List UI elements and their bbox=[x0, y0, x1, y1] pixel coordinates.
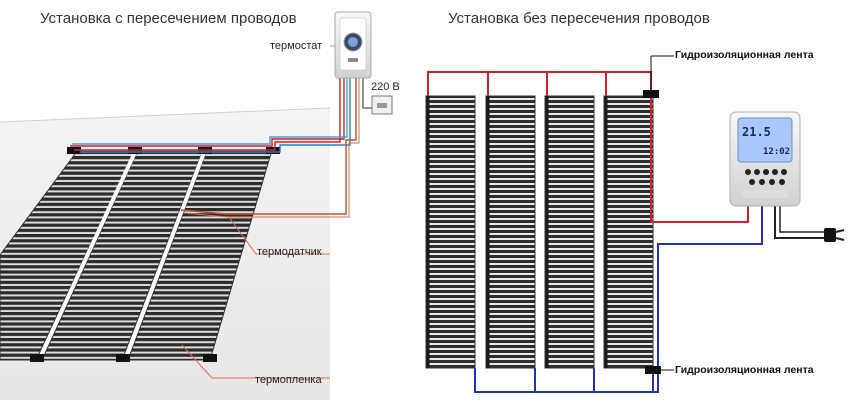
thermostat-right: 21.5 12:02 bbox=[729, 111, 801, 207]
tape-top bbox=[643, 90, 659, 98]
floor-edge bbox=[0, 107, 331, 123]
left-title: Установка с пересечением проводов bbox=[40, 10, 297, 27]
display-temp: 21.5 bbox=[742, 125, 771, 139]
sensor-wire-2 bbox=[183, 78, 360, 218]
thermostat-label: термостат bbox=[270, 40, 323, 52]
left-wire-red-2 bbox=[70, 78, 345, 147]
left-wire-red-1 bbox=[74, 78, 341, 151]
film-label: термопленка bbox=[255, 374, 322, 386]
panel-4 bbox=[603, 95, 654, 369]
right-title: Установка без пересечения проводов bbox=[448, 10, 710, 27]
socket-box bbox=[371, 95, 393, 115]
tape-bottom bbox=[645, 366, 661, 374]
film-panels bbox=[425, 95, 654, 369]
left-wire-blue-2 bbox=[72, 78, 348, 145]
thermostat-left bbox=[334, 11, 372, 79]
display-time: 12:02 bbox=[763, 147, 790, 157]
tape-bottom-label: Гидроизоляционная лента bbox=[675, 364, 814, 376]
neutral-wire bbox=[474, 206, 763, 393]
power-wire bbox=[362, 78, 373, 109]
sensor-wire bbox=[180, 78, 357, 215]
film-leader-1 bbox=[181, 344, 213, 379]
plug bbox=[824, 228, 845, 242]
sensor-label: термодатчик bbox=[257, 246, 322, 258]
plug-cable bbox=[774, 206, 826, 239]
panel-2 bbox=[485, 95, 536, 369]
panel-3 bbox=[544, 95, 595, 369]
sensor-leader-1 bbox=[227, 215, 257, 255]
clamps-bottom bbox=[30, 354, 217, 362]
panel-1 bbox=[425, 95, 476, 369]
heating-film-strips bbox=[0, 149, 273, 361]
tape-top-label: Гидроизоляционная лента bbox=[675, 49, 814, 61]
thermostat-buttons bbox=[745, 169, 787, 185]
power-label: 220 В bbox=[371, 81, 400, 93]
left-wires bbox=[70, 78, 351, 153]
left-wire-blue-1 bbox=[80, 78, 351, 153]
phase-wire bbox=[427, 71, 749, 223]
